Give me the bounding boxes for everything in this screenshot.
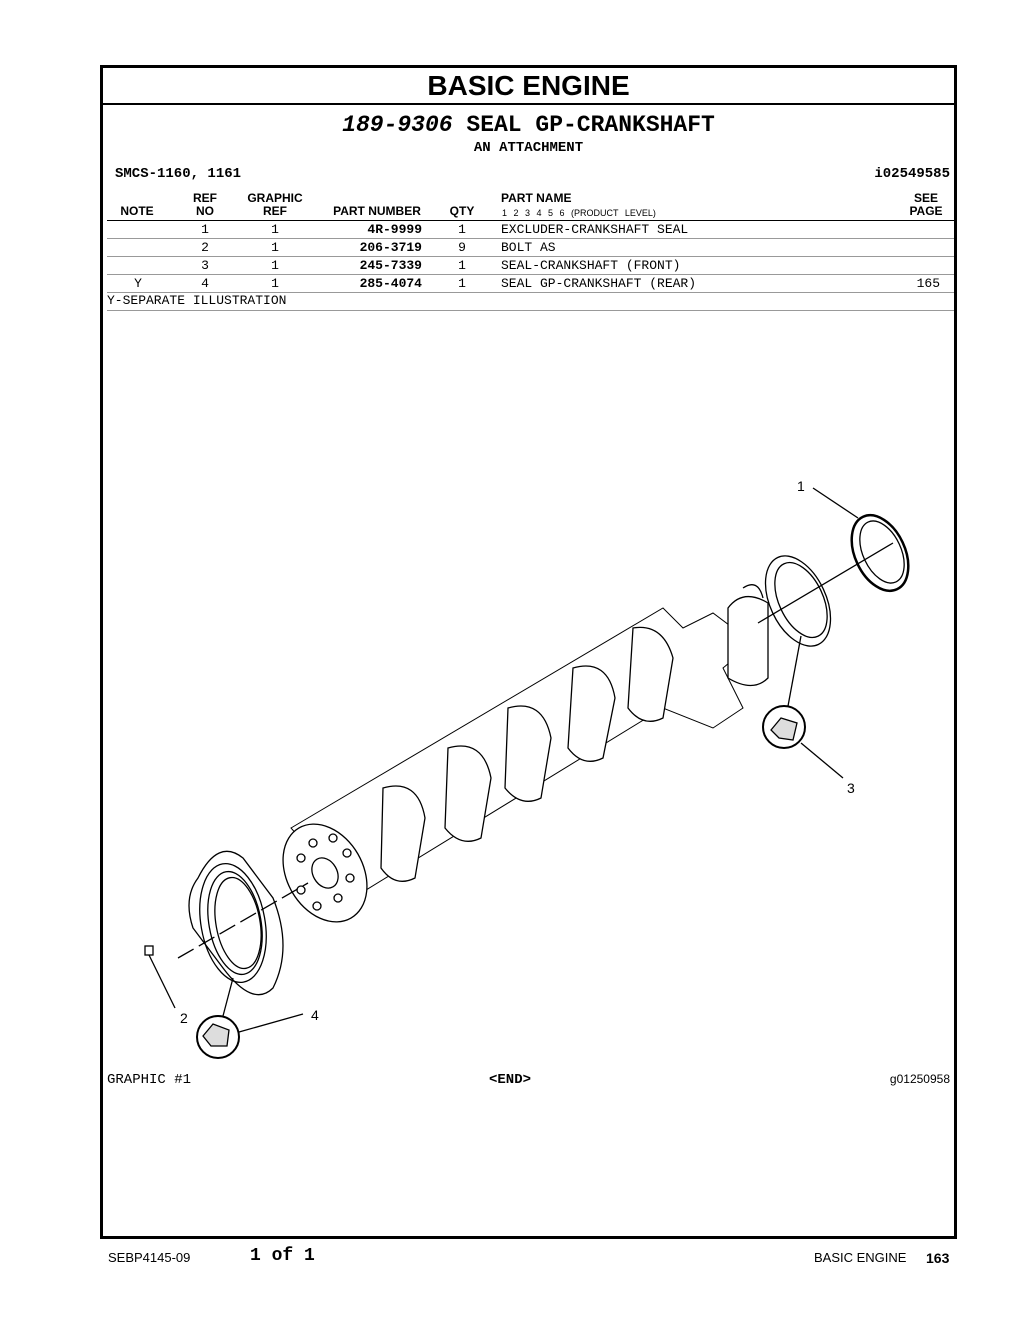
- col-see-top: SEE: [913, 191, 938, 205]
- col-note: NOTE: [120, 204, 154, 218]
- col-graphic-bottom: REF: [263, 204, 287, 218]
- table-row: 2 1 206-3719 9 BOLT AS: [107, 239, 954, 257]
- row-name: SEAL-CRANKSHAFT (FRONT): [501, 258, 681, 273]
- callout-2: 2: [180, 1010, 188, 1026]
- centerline: [177, 882, 309, 959]
- front-seal: [764, 555, 832, 647]
- col-qty: QTY: [449, 204, 475, 218]
- callout-1: 1: [797, 478, 805, 494]
- footer-section: BASIC ENGINE: [814, 1250, 907, 1265]
- row-part-number: 4R-9999: [367, 222, 422, 237]
- group-header: 189-9306 SEAL GP-CRANKSHAFT: [103, 112, 954, 138]
- excluder-seal: [850, 513, 910, 593]
- doc-number: SEBP4145-09: [108, 1250, 191, 1265]
- col-part-number: PART NUMBER: [333, 204, 421, 218]
- col-see-bottom: PAGE: [909, 204, 943, 218]
- row-qty: 1: [458, 258, 466, 273]
- table-header: NOTE REF NO GRAPHIC REF PART NUMBER QTY …: [107, 190, 954, 221]
- row-qty: 1: [458, 222, 466, 237]
- end-marker: <END>: [489, 1072, 532, 1088]
- table-row: Y 4 1 285-4074 1 SEAL GP-CRANKSHAFT (REA…: [107, 275, 954, 293]
- row-name: SEAL GP-CRANKSHAFT (REAR): [501, 276, 697, 291]
- leader-1: [812, 487, 859, 519]
- col-ref-bottom: NO: [196, 204, 214, 218]
- row-part-number: 245-7339: [359, 258, 422, 273]
- callout-4: 4: [311, 1007, 319, 1023]
- row-graphic: 1: [271, 276, 279, 291]
- page-count: 1 of 1: [250, 1246, 315, 1266]
- group-part-number: 189-9306: [342, 112, 453, 138]
- row-graphic: 1: [271, 240, 279, 255]
- col-product-level: 1 2 3 4 5 6 (PRODUCT LEVEL): [502, 208, 656, 218]
- row-part-number: 206-3719: [359, 240, 422, 255]
- crankshaft-illustration: [282, 584, 769, 923]
- col-part-name: PART NAME: [501, 191, 572, 205]
- illustration-id: i02549585: [874, 166, 950, 182]
- page-frame: BASIC ENGINE 189-9306 SEAL GP-CRANKSHAFT…: [100, 65, 957, 1239]
- row-ref: 4: [201, 276, 209, 291]
- section-title: BASIC ENGINE: [427, 70, 630, 101]
- row-ref: 3: [201, 258, 209, 273]
- row-note: Y: [134, 276, 142, 291]
- row-ref: 2: [201, 240, 209, 255]
- row-part-number: 285-4074: [359, 276, 422, 291]
- separate-illustration-note: Y-SEPARATE ILLUSTRATION: [107, 293, 954, 311]
- row-name: BOLT AS: [501, 240, 556, 255]
- row-graphic: 1: [271, 222, 279, 237]
- col-ref-top: REF: [193, 191, 217, 205]
- table-row: 3 1 245-7339 1 SEAL-CRANKSHAFT (FRONT): [107, 257, 954, 275]
- section-title-bar: BASIC ENGINE: [103, 68, 954, 105]
- callout-3: 3: [847, 780, 855, 796]
- graphic-label: GRAPHIC #1: [107, 1072, 192, 1088]
- graphic-id: g01250958: [889, 1072, 950, 1086]
- group-name: SEAL GP-CRANKSHAFT: [466, 112, 715, 138]
- table-row: 1 1 4R-9999 1 EXCLUDER-CRANKSHAFT SEAL: [107, 221, 954, 239]
- crankshaft-exploded-drawing: 1 2 3 4: [144, 478, 910, 1059]
- row-graphic: 1: [271, 258, 279, 273]
- detail-rear-seal: [196, 977, 304, 1059]
- front-centerline: [757, 542, 894, 624]
- page-number: 163: [926, 1250, 950, 1266]
- row-name: EXCLUDER-CRANKSHAFT SEAL: [501, 222, 689, 237]
- bolt: [144, 945, 176, 1009]
- row-see: 165: [916, 276, 940, 291]
- smcs-code: SMCS-1160, 1161: [115, 166, 242, 182]
- row-qty: 9: [458, 240, 466, 255]
- row-qty: 1: [458, 276, 466, 291]
- col-graphic-top: GRAPHIC: [247, 191, 303, 205]
- row-ref: 1: [201, 222, 209, 237]
- group-subtitle: AN ATTACHMENT: [473, 140, 584, 156]
- rear-seal-housing: [188, 850, 284, 996]
- detail-front-seal: [762, 635, 844, 779]
